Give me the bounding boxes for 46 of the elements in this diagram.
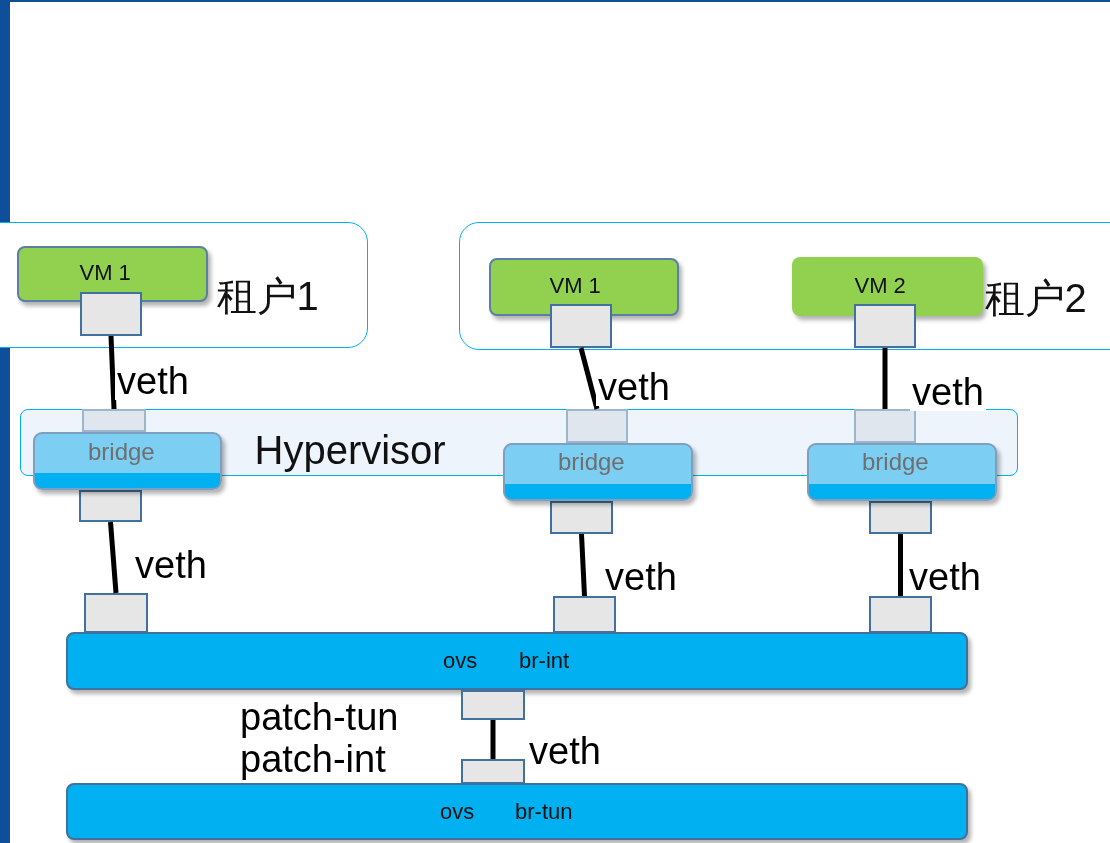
veth-line [108,521,119,594]
switch-label: ovs [440,801,475,823]
switch-bar [66,632,968,690]
bridge-label: bridge [862,450,929,474]
bridge-box [33,432,222,490]
port-box [461,690,525,720]
vm-label: VM 1 [79,261,131,284]
vm-label: VM 2 [854,274,906,297]
switch-label: br-int [519,650,570,672]
port-box [550,501,613,534]
veth-line [898,534,903,596]
port-box [565,408,628,443]
veth-line [578,347,600,410]
port-box [853,408,916,443]
port-box [549,303,612,348]
vm-box [16,245,208,302]
tenant-label: 租户1 [216,275,319,316]
bridge-box [503,443,693,501]
tenant-box [459,222,1110,350]
bridge-label: bridge [88,440,155,464]
bridge-box [807,443,997,501]
port-box [81,408,146,432]
port-name-label: patch-tun [240,698,399,736]
port-box [79,291,142,336]
veth-line [882,348,888,409]
switch-label: br-tun [515,801,573,823]
veth-line [579,533,587,597]
port-box [869,596,932,633]
port-box [84,593,148,633]
switch-label: ovs [443,650,478,672]
veth-line [108,335,117,410]
port-box [461,759,525,784]
port-name-label: patch-int [240,740,386,778]
vm-label: VM 1 [549,274,601,297]
port-box [553,596,616,633]
switch-bar [66,783,968,840]
tenant-box [0,222,368,348]
bridge-label: bridge [558,450,625,474]
vm-box [488,257,679,316]
port-box [853,303,916,348]
port-box [79,490,142,522]
hypervisor-label: Hypervisor [254,429,446,470]
veth-line [490,720,496,759]
vm-box [791,256,983,316]
port-box [869,501,932,534]
tenant-label: 租户2 [984,277,1087,318]
